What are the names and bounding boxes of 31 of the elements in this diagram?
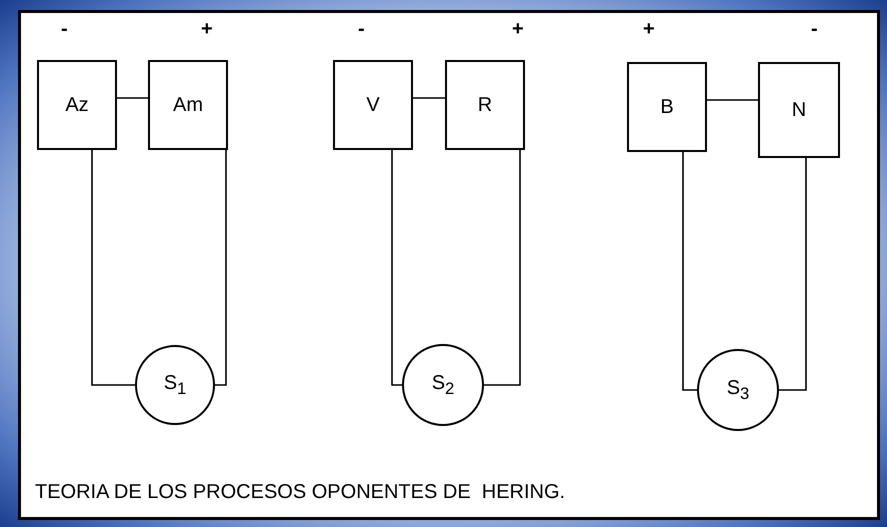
connector-line xyxy=(117,97,148,99)
node-label: S$_{2}$ xyxy=(432,372,454,398)
connector-line xyxy=(707,99,758,101)
node-label: S$_{3}$ xyxy=(726,376,750,404)
node-label: Am xyxy=(173,94,203,116)
process-box xyxy=(627,62,707,152)
connector-line xyxy=(484,150,521,386)
polarity-sign: + xyxy=(512,18,524,41)
node-label: V xyxy=(366,94,380,116)
process-box xyxy=(445,60,525,150)
connector-line xyxy=(413,97,445,99)
process-box xyxy=(758,62,840,158)
node-label: R xyxy=(478,94,492,116)
polarity-sign: - xyxy=(811,18,818,41)
node-label: S$_{1}$ xyxy=(164,372,186,398)
caption: TEORIA DE LOS PROCESOS OPONENTES DE HERING. xyxy=(35,481,566,504)
process-box xyxy=(333,60,413,150)
connector-line xyxy=(91,150,135,386)
connector-line xyxy=(682,152,697,391)
polarity-sign: + xyxy=(643,18,655,41)
node-label: Az xyxy=(65,94,89,116)
process-box xyxy=(37,60,117,150)
polarity-sign: + xyxy=(201,18,213,41)
connector-line xyxy=(779,158,807,391)
connector-line xyxy=(391,150,402,386)
polarity-sign: - xyxy=(358,18,365,41)
connector-line xyxy=(215,150,227,386)
node-label: B xyxy=(660,96,674,118)
polarity-sign: - xyxy=(61,18,68,41)
process-box xyxy=(148,60,228,150)
node-label: N xyxy=(792,98,806,122)
